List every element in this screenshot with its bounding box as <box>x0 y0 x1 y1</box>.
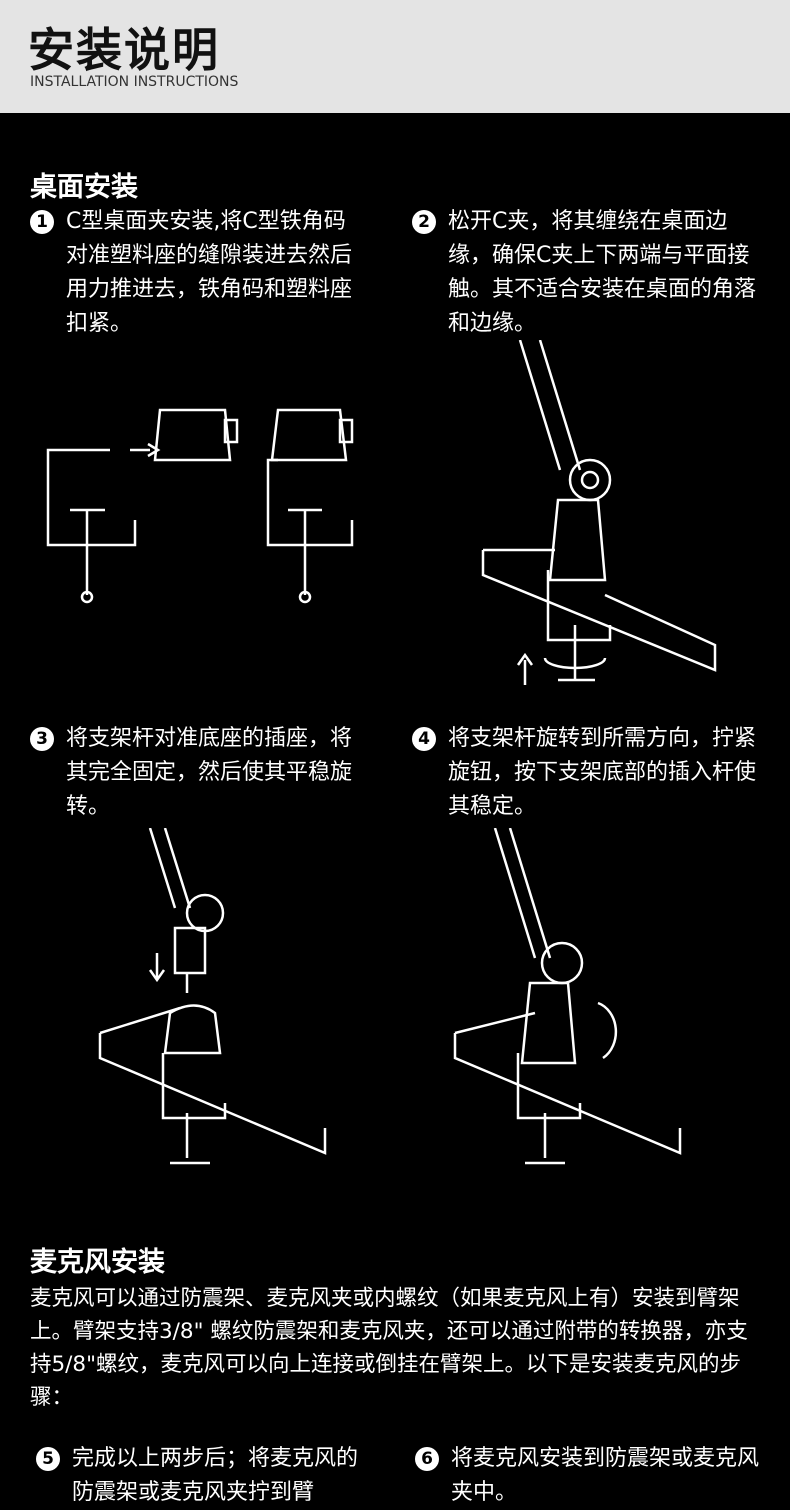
page-header: 安装说明 INSTALLATION INSTRUCTIONS <box>0 0 790 113</box>
step-number-icon: 2 <box>412 210 436 234</box>
step-number-icon: 5 <box>36 1447 60 1471</box>
page-title: 安装说明 <box>28 23 220 77</box>
c-clamp-assembly-illustration <box>46 408 354 604</box>
desk-section-title: 桌面安装 <box>30 172 138 203</box>
step-1: 1 C型桌面夹安装,将C型铁角码对准塑料座的缝隙装进去然后用力推进去，铁角码和塑… <box>30 205 360 341</box>
step-text: 将支架杆旋转到所需方向，拧紧旋钮，按下支架底部的插入杆使其稳定。 <box>448 726 757 819</box>
step-number-icon: 4 <box>412 727 436 751</box>
rotate-arm-illustration <box>453 828 682 1165</box>
clamp-on-desk-illustration <box>481 340 717 685</box>
step-number-icon: 1 <box>30 210 54 234</box>
step-2: 2 松开C夹，将其缠绕在桌面边缘，确保C夹上下两端与平面接触。其不适合安装在桌面… <box>412 205 762 341</box>
step-number-icon: 6 <box>415 1447 439 1471</box>
step-3: 3 将支架杆对准底座的插座，将其完全固定，然后使其平稳旋转。 <box>30 722 360 824</box>
step-text: 松开C夹，将其缠绕在桌面边缘，确保C夹上下两端与平面接触。其不适合安装在桌面的角… <box>448 209 757 336</box>
step-text: C型桌面夹安装,将C型铁角码对准塑料座的缝隙装进去然后用力推进去，铁角码和塑料座… <box>66 209 353 336</box>
step-text: 将支架杆对准底座的插座，将其完全固定，然后使其平稳旋转。 <box>66 726 353 819</box>
mic-intro-paragraph: 麦克风可以通过防震架、麦克风夹或内螺纹（如果麦克风上有）安装到臂架上。臂架支持3… <box>30 1286 748 1410</box>
step-number-icon: 3 <box>30 727 54 751</box>
mic-section-title: 麦克风安装 <box>30 1247 165 1278</box>
page-subtitle: INSTALLATION INSTRUCTIONS <box>30 74 239 90</box>
step-4: 4 将支架杆旋转到所需方向，拧紧旋钮，按下支架底部的插入杆使其稳定。 <box>412 722 757 824</box>
insert-arm-illustration <box>98 828 327 1165</box>
